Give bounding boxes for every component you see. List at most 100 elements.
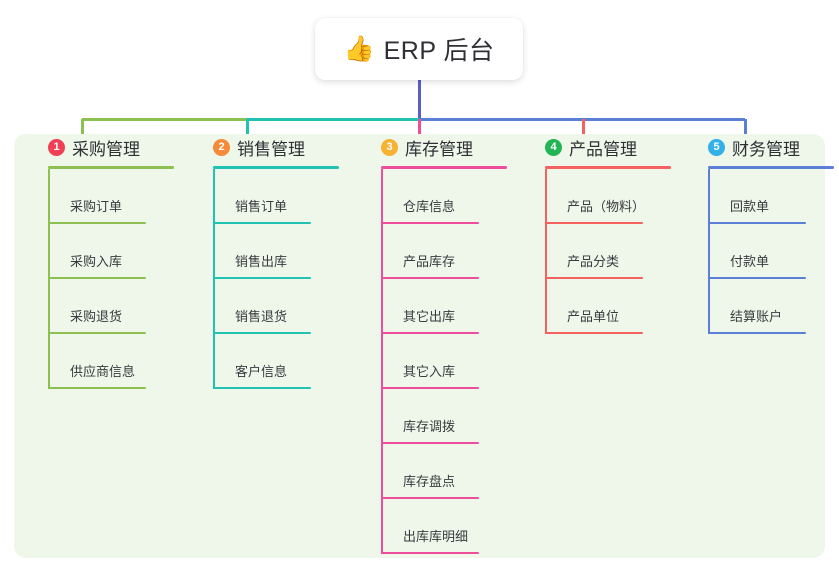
list-item-rule bbox=[381, 497, 479, 499]
list-item-label: 仓库信息 bbox=[403, 199, 456, 214]
list-item-label: 库存调拨 bbox=[403, 419, 456, 434]
list-item-label: 客户信息 bbox=[235, 364, 288, 379]
list-item-rule bbox=[545, 277, 643, 279]
list-item-rule bbox=[381, 277, 479, 279]
column-title-3: 库存管理 bbox=[405, 139, 473, 159]
list-item[interactable]: 出库库明细 bbox=[381, 499, 529, 554]
column-spine-3 bbox=[381, 169, 383, 554]
list-item-label: 供应商信息 bbox=[70, 364, 136, 379]
list-item[interactable]: 供应商信息 bbox=[48, 334, 196, 389]
column-1: 1 采购管理采购订单采购入库采购退货供应商信息 bbox=[38, 134, 196, 389]
column-header-3[interactable]: 3 库存管理 bbox=[371, 134, 529, 160]
list-item[interactable]: 客户信息 bbox=[213, 334, 361, 389]
list-item-rule bbox=[213, 387, 311, 389]
list-item-label: 付款单 bbox=[730, 254, 770, 269]
list-item-rule bbox=[213, 277, 311, 279]
list-item-rule bbox=[381, 442, 479, 444]
list-item-label: 采购订单 bbox=[70, 199, 123, 214]
list-item-label: 产品库存 bbox=[403, 254, 456, 269]
column-spine-1 bbox=[48, 169, 50, 389]
column-rule-3 bbox=[381, 166, 507, 169]
list-item-rule bbox=[381, 222, 479, 224]
page-title: ERP 后台 bbox=[383, 37, 495, 65]
list-item-rule bbox=[708, 332, 806, 334]
column-rule-1 bbox=[48, 166, 174, 169]
column-rule-2 bbox=[213, 166, 339, 169]
list-item-rule bbox=[48, 387, 146, 389]
list-item-rule bbox=[381, 387, 479, 389]
list-item[interactable]: 采购入库 bbox=[48, 224, 196, 279]
list-item-rule bbox=[708, 277, 806, 279]
mindmap-panel: 1 采购管理采购订单采购入库采购退货供应商信息 2 销售管理销售订单销售出库销售退货客… bbox=[14, 134, 834, 558]
list-item[interactable]: 付款单 bbox=[708, 224, 839, 279]
list-item-label: 采购退货 bbox=[70, 309, 123, 324]
list-item-label: 产品（物料） bbox=[567, 199, 646, 214]
list-item-rule bbox=[48, 332, 146, 334]
list-item[interactable]: 采购订单 bbox=[48, 169, 196, 224]
list-item-rule bbox=[48, 222, 146, 224]
list-item-label: 回款单 bbox=[730, 199, 770, 214]
list-item-rule bbox=[545, 332, 643, 334]
list-item-label: 产品分类 bbox=[567, 254, 620, 269]
list-item[interactable]: 仓库信息 bbox=[381, 169, 529, 224]
column-spine-5 bbox=[708, 169, 710, 334]
column-items-3: 仓库信息产品库存其它出库其它入库库存调拨库存盘点出库库明细 bbox=[381, 169, 529, 554]
list-item[interactable]: 产品库存 bbox=[381, 224, 529, 279]
column-rule-4 bbox=[545, 166, 671, 169]
list-item-rule bbox=[381, 332, 479, 334]
list-item[interactable]: 产品单位 bbox=[545, 279, 693, 334]
list-item-rule bbox=[381, 552, 479, 554]
list-item-label: 采购入库 bbox=[70, 254, 123, 269]
list-item[interactable]: 销售退货 bbox=[213, 279, 361, 334]
column-badge-2: 2 bbox=[213, 138, 230, 156]
list-item[interactable]: 产品（物料） bbox=[545, 169, 693, 224]
list-item-label: 其它入库 bbox=[403, 364, 456, 379]
column-5: 5 财务管理回款单付款单结算账户 bbox=[698, 134, 839, 334]
column-header-1[interactable]: 1 采购管理 bbox=[38, 134, 196, 160]
list-item-label: 销售订单 bbox=[235, 199, 288, 214]
column-spine-4 bbox=[545, 169, 547, 334]
list-item[interactable]: 其它出库 bbox=[381, 279, 529, 334]
list-item[interactable]: 销售订单 bbox=[213, 169, 361, 224]
column-title-1: 采购管理 bbox=[72, 139, 140, 159]
list-item-rule bbox=[708, 222, 806, 224]
column-title-5: 财务管理 bbox=[732, 139, 800, 159]
thumbs-up-icon: 👍 bbox=[343, 34, 375, 63]
list-item-rule bbox=[213, 332, 311, 334]
column-spine-2 bbox=[213, 169, 215, 389]
list-item-rule bbox=[48, 277, 146, 279]
column-title-4: 产品管理 bbox=[569, 139, 637, 159]
list-item-label: 库存盘点 bbox=[403, 474, 456, 489]
list-item[interactable]: 库存盘点 bbox=[381, 444, 529, 499]
column-4: 4 产品管理产品（物料） 产品分类产品单位 bbox=[535, 134, 693, 334]
column-header-2[interactable]: 2 销售管理 bbox=[203, 134, 361, 160]
root-node[interactable]: 👍 ERP 后台 bbox=[315, 18, 523, 80]
list-item[interactable]: 采购退货 bbox=[48, 279, 196, 334]
list-item[interactable]: 结算账户 bbox=[708, 279, 839, 334]
list-item-label: 销售出库 bbox=[235, 254, 288, 269]
column-badge-3: 3 bbox=[381, 138, 398, 156]
column-items-4: 产品（物料） 产品分类产品单位 bbox=[545, 169, 693, 334]
list-item[interactable]: 产品分类 bbox=[545, 224, 693, 279]
list-item[interactable]: 其它入库 bbox=[381, 334, 529, 389]
column-header-5[interactable]: 5 财务管理 bbox=[698, 134, 839, 160]
list-item-rule bbox=[213, 222, 311, 224]
list-item-label: 销售退货 bbox=[235, 309, 288, 324]
list-item-label: 其它出库 bbox=[403, 309, 456, 324]
list-item[interactable]: 销售出库 bbox=[213, 224, 361, 279]
list-item-label: 结算账户 bbox=[730, 309, 783, 324]
list-item-label: 出库库明细 bbox=[403, 529, 469, 544]
column-items-2: 销售订单销售出库销售退货客户信息 bbox=[213, 169, 361, 389]
column-title-2: 销售管理 bbox=[237, 139, 305, 159]
column-items-1: 采购订单采购入库采购退货供应商信息 bbox=[48, 169, 196, 389]
column-2: 2 销售管理销售订单销售出库销售退货客户信息 bbox=[203, 134, 361, 389]
list-item[interactable]: 回款单 bbox=[708, 169, 839, 224]
column-rule-5 bbox=[708, 166, 834, 169]
column-badge-1: 1 bbox=[48, 138, 65, 156]
column-badge-4: 4 bbox=[545, 138, 562, 156]
column-items-5: 回款单付款单结算账户 bbox=[708, 169, 839, 334]
list-item-rule bbox=[545, 222, 643, 224]
list-item[interactable]: 库存调拨 bbox=[381, 389, 529, 444]
column-header-4[interactable]: 4 产品管理 bbox=[535, 134, 693, 160]
column-badge-5: 5 bbox=[708, 138, 725, 156]
